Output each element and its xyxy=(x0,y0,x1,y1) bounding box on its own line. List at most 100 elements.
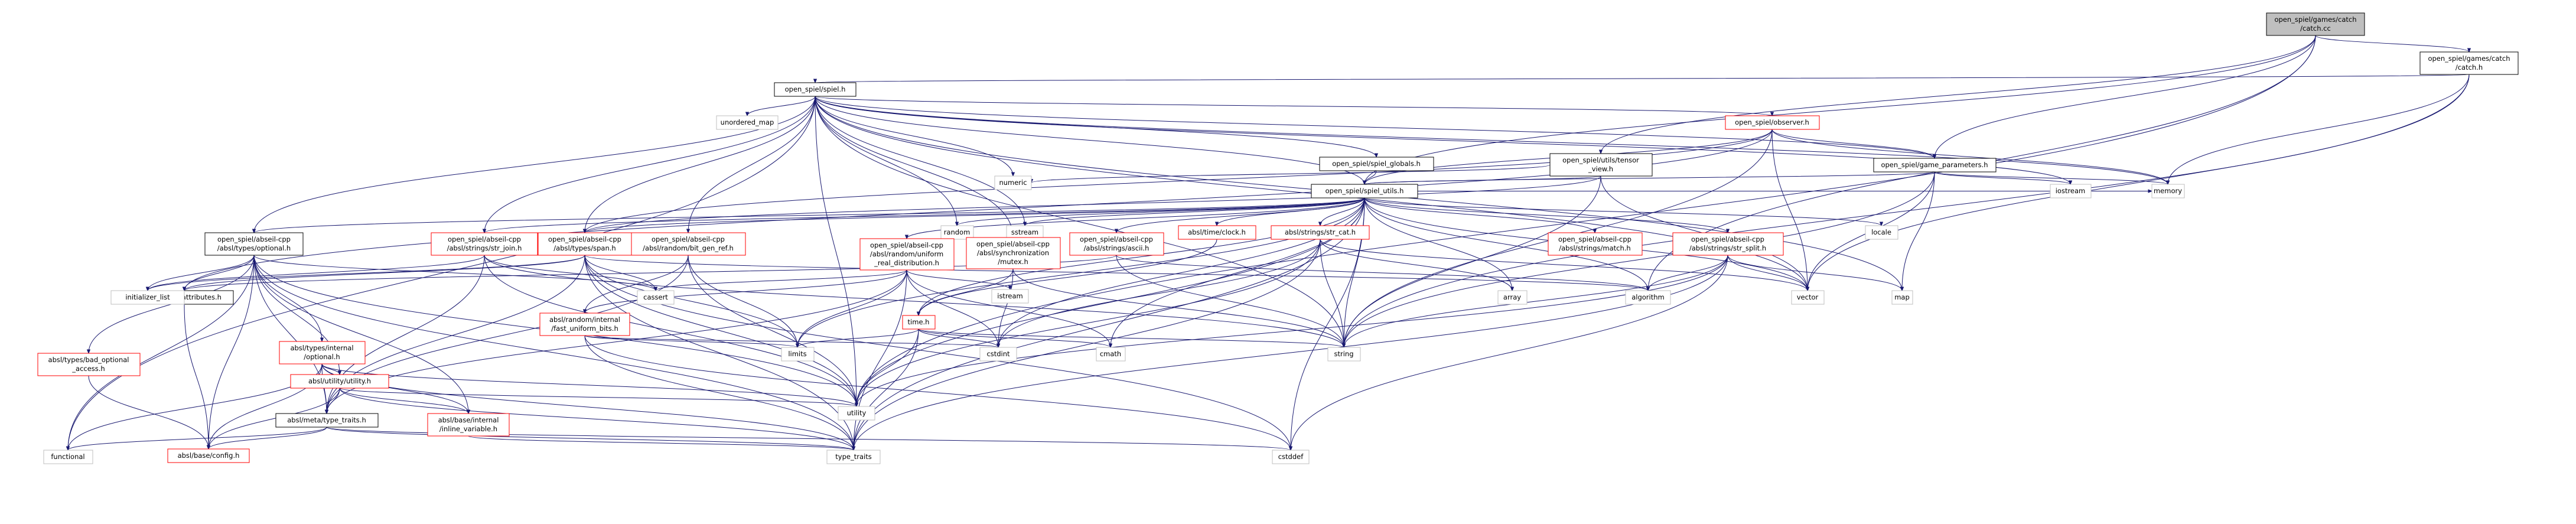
node-box xyxy=(2266,12,2365,36)
node-mutex[interactable]: open_spiel/abseil-cpp/absl/synchronizati… xyxy=(966,237,1061,269)
edge-str-join-to-utility xyxy=(484,255,857,406)
node-observer[interactable]: open_spiel/observer.h xyxy=(1725,115,1820,130)
node-box xyxy=(781,347,815,362)
edge-catch-cc-to-catch-h xyxy=(2315,35,2469,53)
edge-str-split-to-vector xyxy=(1727,255,1808,291)
edge-uniform-real-to-cstdint xyxy=(906,269,998,347)
node-label: sstream xyxy=(1011,228,1038,236)
node-spiel-globals[interactable]: open_spiel/spiel_globals.h xyxy=(1319,157,1434,171)
node-box xyxy=(1549,153,1653,177)
node-spiel-utils[interactable]: open_spiel/spiel_utils.h xyxy=(1311,184,1418,198)
edge-str-split-to-algorithm xyxy=(1648,255,1728,291)
edge-span-to-cassert xyxy=(584,255,656,291)
node-box xyxy=(427,413,510,437)
node-label: vector xyxy=(1797,293,1819,301)
node-box xyxy=(1311,184,1418,198)
edge-catch-h-to-spiel-h xyxy=(815,74,2470,83)
edge-optional-h-to-attributes xyxy=(184,255,255,291)
edge-bit-gen-ref-to-fast-uniform xyxy=(585,255,689,313)
node-time-h[interactable]: time.h xyxy=(902,315,936,330)
node-game-parameters[interactable]: open_spiel/game_parameters.h xyxy=(1873,158,1997,173)
node-clock[interactable]: absl/time/clock.h xyxy=(1178,225,1256,240)
node-cstdint: cstdint xyxy=(979,347,1017,362)
node-fast-uniform[interactable]: absl/random/internal/fast_uniform_bits.h xyxy=(539,313,630,336)
node-catch-h[interactable]: open_spiel/games/catch/catch.h xyxy=(2419,51,2519,75)
node-ascii[interactable]: open_spiel/abseil-cpp/absl/strings/ascii… xyxy=(1069,232,1164,256)
node-bit-gen-ref[interactable]: open_spiel/abseil-cpp/absl/random/bit_ge… xyxy=(631,232,746,256)
edge-spiel-h-to-utility xyxy=(815,96,857,406)
node-label: unordered_map xyxy=(721,118,774,126)
edge-str-cat-to-utility xyxy=(857,239,1321,406)
node-uniform-real[interactable]: open_spiel/abseil-cpp/absl/random/unifor… xyxy=(859,238,955,271)
edge-utility-h-to-config xyxy=(209,388,340,449)
edge-bit-gen-ref-to-utility xyxy=(688,255,857,406)
node-match[interactable]: open_spiel/abseil-cpp/absl/strings/match… xyxy=(1548,232,1643,256)
node-box xyxy=(1178,225,1256,240)
node-str-join[interactable]: open_spiel/abseil-cpp/absl/strings/str_j… xyxy=(431,232,538,256)
node-cassert: cassert xyxy=(637,290,675,305)
node-label: /optional.h xyxy=(304,353,340,361)
node-label: cstdint xyxy=(986,350,1010,358)
node-label: istream xyxy=(997,292,1023,300)
node-str-split[interactable]: open_spiel/abseil-cpp/absl/strings/str_s… xyxy=(1672,232,1784,256)
edge-str-cat-to-cstdint xyxy=(998,239,1321,347)
edge-time-h-to-type-traits xyxy=(854,328,919,450)
node-label: time.h xyxy=(908,318,930,326)
edge-spiel-utils-to-time-h xyxy=(919,197,1365,315)
edge-game-parameters-to-string xyxy=(1344,171,1935,347)
edge-fast-uniform-to-cstdint xyxy=(584,335,998,347)
edge-game-parameters-to-iostream xyxy=(1934,171,2070,185)
node-type-traits-h[interactable]: absl/meta/type_traits.h xyxy=(275,413,379,428)
node-inline-variable[interactable]: absl/base/internal/inline_variable.h xyxy=(427,413,510,437)
edge-time-h-to-string xyxy=(918,328,1344,347)
node-optional-h[interactable]: open_spiel/abseil-cpp/absl/types/optiona… xyxy=(204,232,304,256)
node-label: /absl/strings/match.h xyxy=(1559,244,1630,252)
edge-spiel-utils-to-cstdint xyxy=(998,197,1365,347)
node-label: open_spiel/games/catch xyxy=(2274,15,2356,24)
edge-spiel-globals-to-spiel-utils xyxy=(1364,170,1377,184)
node-spiel-h[interactable]: open_spiel/spiel.h xyxy=(774,82,857,97)
edge-span-to-algorithm xyxy=(584,255,1648,291)
edge-spiel-h-to-random xyxy=(815,96,957,226)
edge-spiel-h-to-observer xyxy=(815,96,1772,116)
node-label: /absl/random/uniform xyxy=(870,250,943,258)
node-internal-optional[interactable]: absl/types/internal/optional.h xyxy=(279,341,366,364)
node-catch-cc[interactable]: open_spiel/games/catch/catch.cc xyxy=(2266,12,2365,36)
node-bad-optional[interactable]: absl/types/bad_optional_access.h xyxy=(37,353,141,376)
edge-spiel-utils-to-algorithm xyxy=(1364,197,1648,291)
node-label: /absl/types/optional.h xyxy=(217,244,291,252)
edge-spiel-h-to-functional xyxy=(68,96,816,450)
node-str-cat[interactable]: absl/strings/str_cat.h xyxy=(1271,225,1370,240)
node-box xyxy=(275,413,379,428)
node-cmath: cmath xyxy=(1096,347,1126,362)
node-box xyxy=(940,225,974,240)
edge-clock-to-time-h xyxy=(919,239,1217,315)
node-utility-h[interactable]: absl/utility/utility.h xyxy=(290,374,389,389)
edge-spiel-utils-to-cmath xyxy=(1110,197,1365,347)
edge-fast-uniform-to-cstddef xyxy=(584,335,1291,450)
node-type-traits: type_traits xyxy=(826,450,881,464)
node-box xyxy=(1548,232,1643,256)
edge-spiel-h-to-optional-h xyxy=(254,96,816,233)
node-tensor-view[interactable]: open_spiel/utils/tensor_view.h xyxy=(1549,153,1653,177)
node-span[interactable]: open_spiel/abseil-cpp/absl/types/span.h xyxy=(538,232,633,256)
edge-spiel-h-to-span xyxy=(585,96,816,233)
node-box xyxy=(1891,290,1913,305)
edge-spiel-utils-to-str-join xyxy=(484,197,1365,233)
node-label: open_spiel/abseil-cpp xyxy=(1558,235,1631,243)
edge-spiel-utils-to-array xyxy=(1364,197,1512,291)
node-config[interactable]: absl/base/config.h xyxy=(167,448,250,463)
node-label: limits xyxy=(788,350,806,358)
node-label: cstddef xyxy=(1278,453,1304,461)
node-label: locale xyxy=(1871,228,1891,236)
node-box xyxy=(1327,347,1361,362)
edge-spiel-utils-to-string xyxy=(1344,197,1365,347)
edge-tensor-view-to-numeric xyxy=(1031,164,1551,183)
node-box xyxy=(290,374,389,389)
node-label: open_spiel/utils/tensor xyxy=(1562,156,1639,164)
edge-catch-cc-to-utility xyxy=(857,35,2316,406)
edge-mutex-to-cstdint xyxy=(998,268,1014,347)
node-label: open_spiel/spiel.h xyxy=(785,85,846,93)
node-label: open_spiel/abseil-cpp xyxy=(1080,235,1153,243)
edge-ascii-to-string xyxy=(1116,255,1344,347)
